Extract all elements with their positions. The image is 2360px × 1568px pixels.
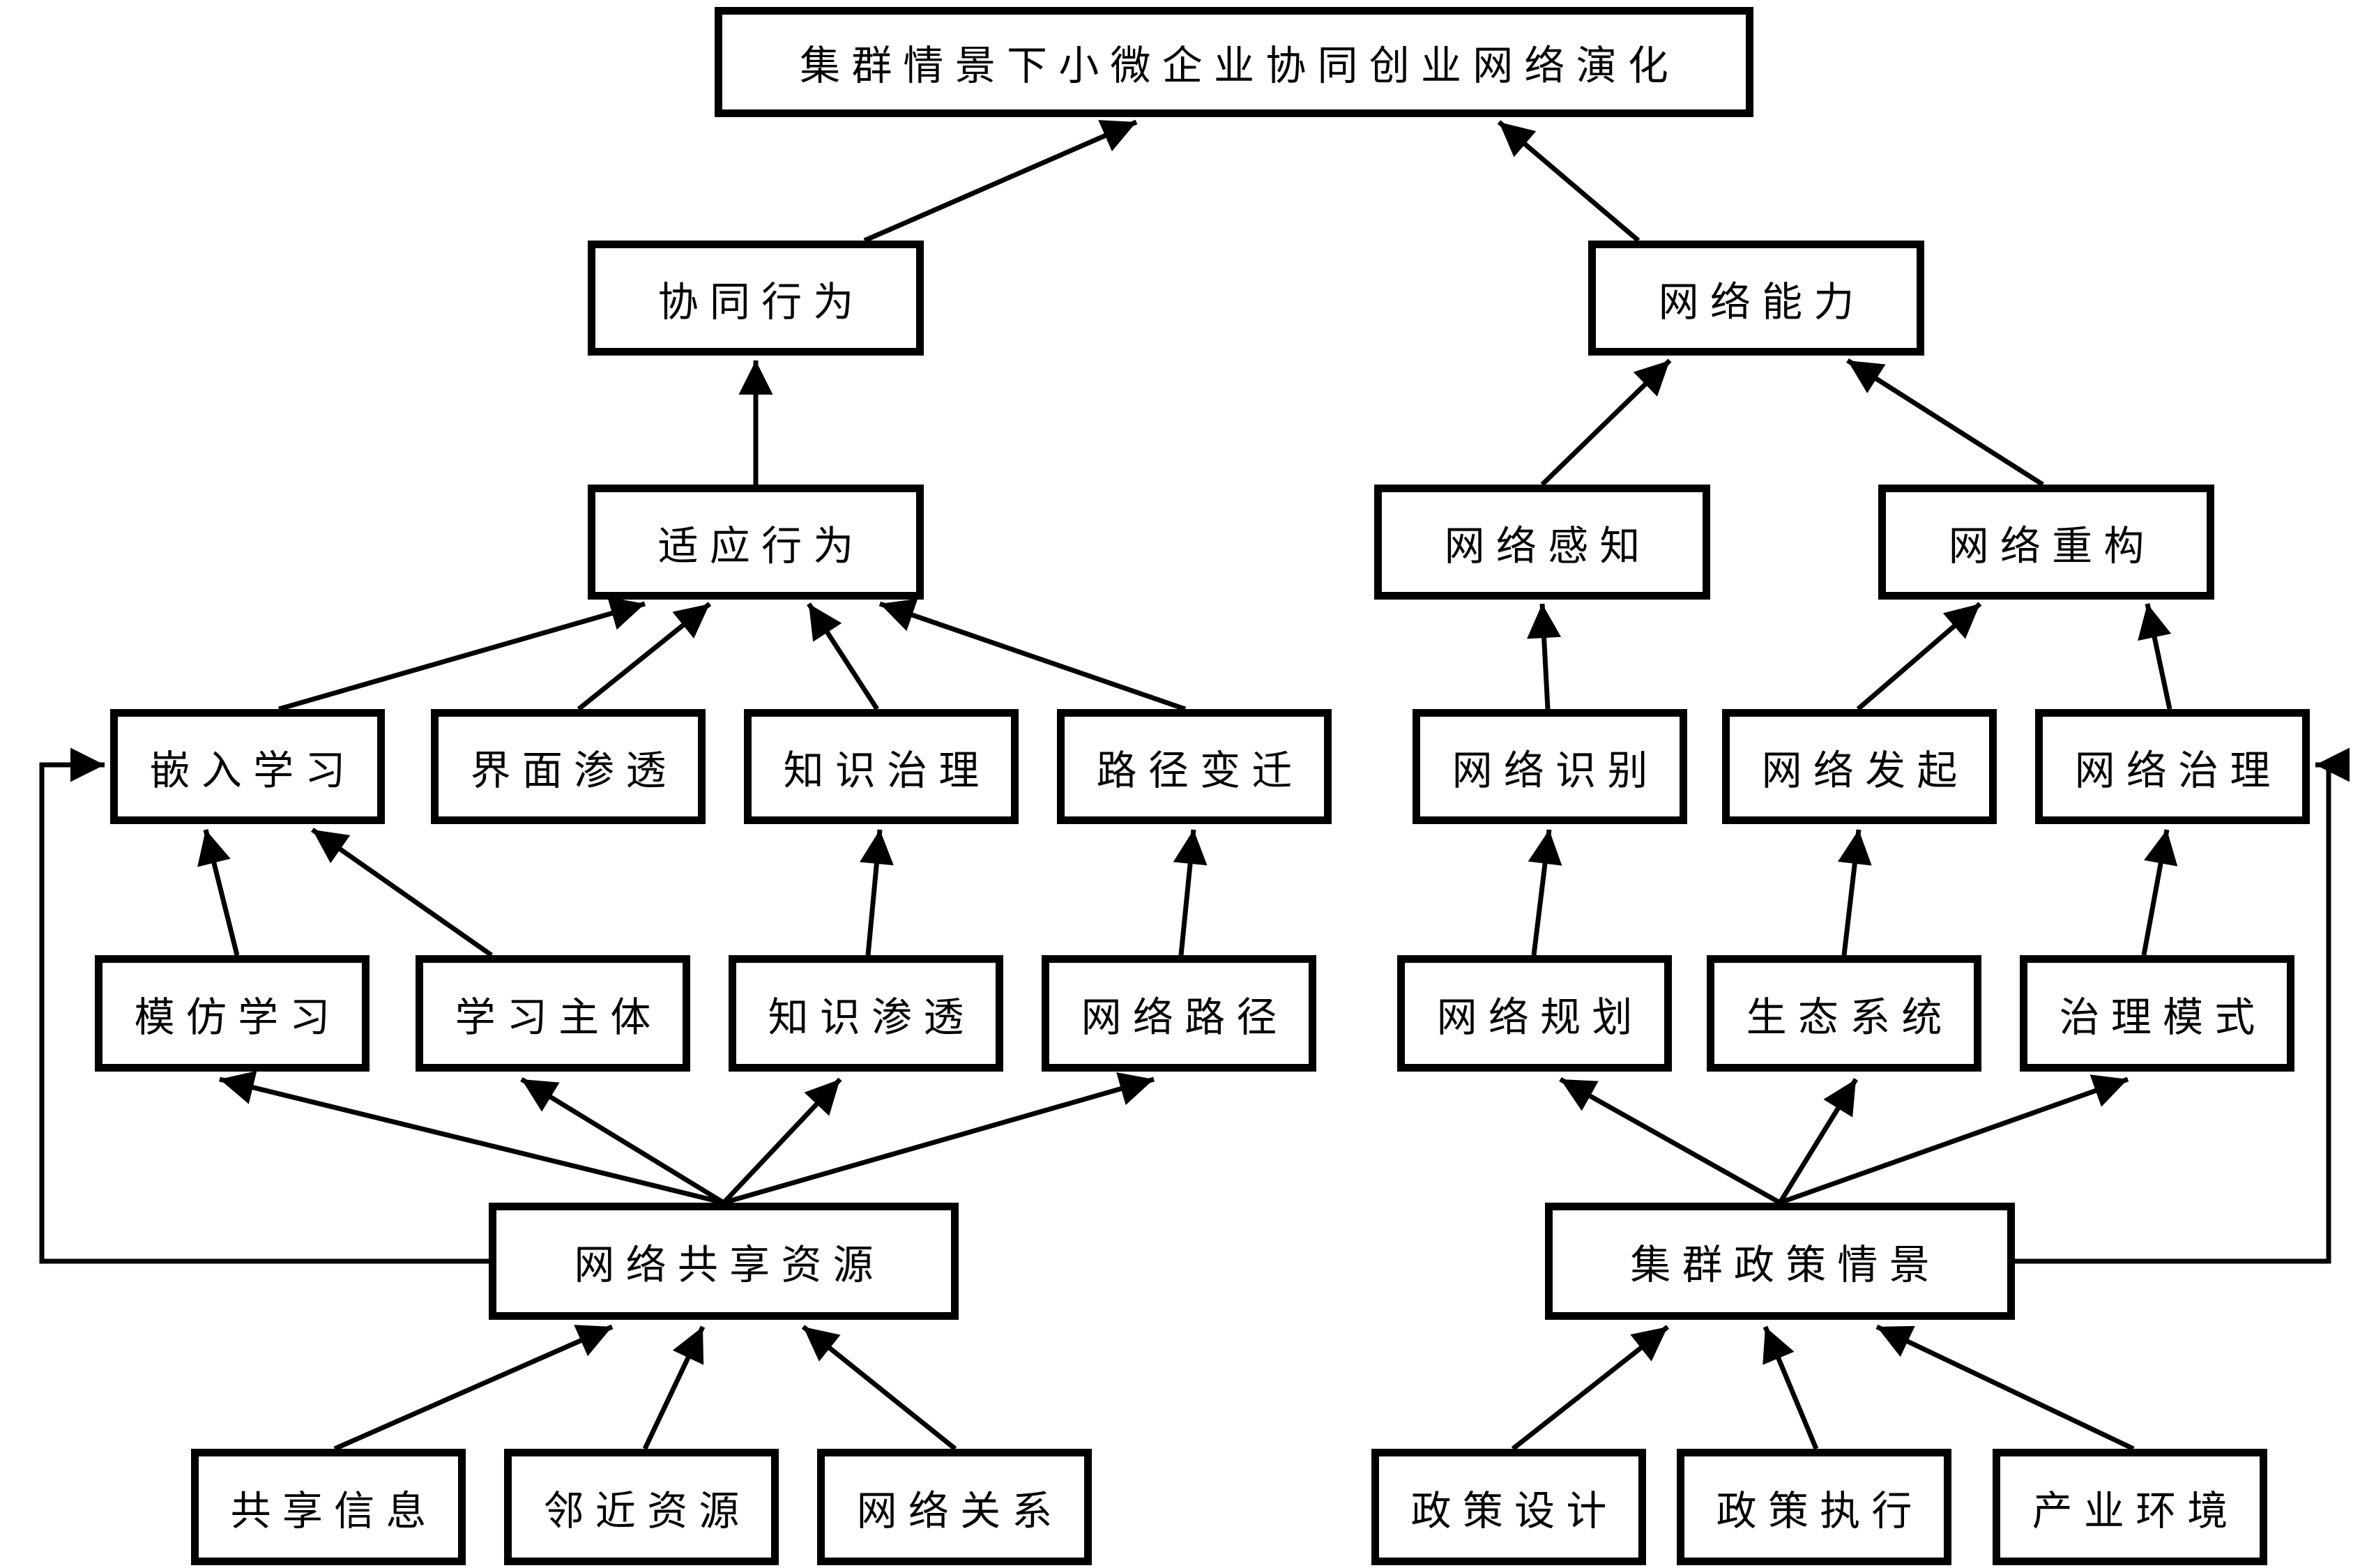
- node-label: 学习主体: [455, 993, 662, 1041]
- node-label: 网络治理: [2074, 746, 2282, 794]
- edge-industrial-environment-to-policy-context: [1875, 1324, 2135, 1452]
- edge-shared-resources-to-knowledge-penetration: [722, 1077, 842, 1205]
- node-embedded-learning: 嵌入学习: [110, 709, 385, 824]
- node-label: 网络能力: [1658, 277, 1866, 326]
- node-label: 集群情景下小微企业协同创业网络演化: [800, 42, 1680, 89]
- edge-knowledge-penetration-to-knowledge-governance: [860, 829, 894, 956]
- node-label: 模仿学习: [134, 993, 342, 1041]
- edge-knowledge-governance-to-adaptive-behavior: [807, 602, 879, 710]
- edge-policy-context-to-network-governance: [2015, 747, 2350, 1264]
- node-network-capability: 网络能力: [1588, 241, 1924, 356]
- edge-network-perception-to-network-capability: [1540, 358, 1672, 487]
- node-path-change: 路径变迁: [1057, 709, 1332, 824]
- node-nearby-resources: 邻近资源: [504, 1449, 779, 1565]
- edge-network-governance-to-network-reconfig: [2138, 603, 2172, 710]
- node-knowledge-governance: 知识治理: [744, 709, 1019, 824]
- node-label: 集群政策情景: [1630, 1241, 1941, 1288]
- edge-learning-subject-to-embedded-learning: [310, 828, 494, 957]
- edge-governance-mode-to-network-governance: [2141, 829, 2178, 956]
- node-label: 网络感知: [1444, 522, 1652, 570]
- node-label: 网络发起: [1761, 746, 1969, 794]
- node-label: 路径变迁: [1096, 746, 1304, 794]
- edge-shared-resources-to-network-path: [723, 1072, 1155, 1205]
- node-collab-behavior: 协同行为: [588, 241, 924, 356]
- node-policy-implementation: 政策执行: [1677, 1449, 1951, 1565]
- node-label: 产业环境: [2032, 1486, 2239, 1535]
- node-label: 政策设计: [1410, 1486, 1618, 1535]
- node-network-initiation: 网络发起: [1722, 709, 1997, 824]
- edge-policy-implementation-to-policy-context: [1763, 1325, 1819, 1450]
- edge-shared-info-to-shared-resources: [333, 1324, 614, 1452]
- node-network-identification: 网络识别: [1413, 709, 1687, 824]
- node-label: 网络共享资源: [574, 1241, 885, 1288]
- node-label: 治理模式: [2059, 993, 2267, 1041]
- node-industrial-environment: 产业环境: [1993, 1449, 2267, 1565]
- node-interface-penetration: 界面渗透: [431, 709, 706, 824]
- node-network-governance: 网络治理: [2035, 709, 2310, 824]
- edge-network-planning-to-network-identification: [1528, 829, 1562, 956]
- node-label: 适应行为: [657, 522, 865, 570]
- node-label: 网络规划: [1436, 993, 1644, 1041]
- edge-policy-design-to-policy-context: [1511, 1325, 1670, 1451]
- edge-policy-context-to-governance-mode: [1779, 1074, 2129, 1205]
- edge-embedded-learning-to-adaptive-behavior: [278, 596, 646, 712]
- edge-collab-behavior-to-root: [863, 119, 1138, 243]
- node-label: 协同行为: [657, 277, 865, 326]
- node-knowledge-penetration: 知识渗透: [729, 955, 1003, 1072]
- node-network-relations: 网络关系: [817, 1449, 1092, 1565]
- edge-shared-resources-to-learning-subject: [520, 1077, 725, 1205]
- node-label: 网络重构: [1948, 522, 2156, 570]
- node-shared-resources: 网络共享资源: [489, 1203, 959, 1320]
- edge-network-identification-to-network-perception: [1527, 603, 1562, 710]
- node-network-path: 网络路径: [1042, 955, 1316, 1072]
- node-label: 网络识别: [1452, 746, 1659, 794]
- edge-network-capability-to-root: [1497, 120, 1640, 243]
- edge-network-relations-to-shared-resources: [801, 1325, 957, 1451]
- node-policy-design: 政策设计: [1371, 1449, 1646, 1565]
- edge-policy-context-to-ecosystem: [1778, 1078, 1858, 1204]
- edge-network-path-to-path-change: [1173, 829, 1208, 956]
- node-network-planning: 网络规划: [1397, 955, 1672, 1072]
- node-root: 集群情景下小微企业协同创业网络演化: [715, 7, 1753, 117]
- node-label: 网络关系: [856, 1486, 1064, 1535]
- edge-interface-penetration-to-adaptive-behavior: [577, 602, 712, 711]
- node-label: 邻近资源: [543, 1486, 751, 1535]
- node-imitation-learning: 模仿学习: [95, 955, 370, 1072]
- edge-nearby-resources-to-shared-resources: [642, 1325, 706, 1450]
- edge-shared-resources-to-embedded-learning: [39, 747, 489, 1264]
- node-label: 共享信息: [230, 1486, 438, 1535]
- edge-path-change-to-adaptive-behavior: [878, 598, 1187, 712]
- edge-shared-resources-to-imitation-learning: [219, 1070, 724, 1205]
- node-label: 知识渗透: [768, 993, 975, 1041]
- node-network-perception: 网络感知: [1374, 485, 1710, 600]
- node-policy-context: 集群政策情景: [1545, 1203, 2015, 1320]
- edge-imitation-learning-to-embedded-learning: [197, 829, 240, 956]
- edge-network-initiation-to-network-reconfig: [1856, 602, 1982, 711]
- edge-network-reconfig-to-network-capability: [1846, 358, 2044, 487]
- node-label: 嵌入学习: [149, 746, 357, 794]
- edge-policy-context-to-network-planning: [1559, 1076, 1781, 1205]
- node-network-reconfig: 网络重构: [1878, 485, 2214, 600]
- node-label: 网络路径: [1081, 993, 1288, 1041]
- node-ecosystem: 生态系统: [1707, 955, 1981, 1072]
- node-shared-info: 共享信息: [191, 1449, 466, 1565]
- node-adaptive-behavior: 适应行为: [588, 485, 924, 600]
- edge-ecosystem-to-network-initiation: [1837, 829, 1872, 956]
- node-learning-subject: 学习主体: [416, 955, 690, 1072]
- node-label: 知识治理: [783, 746, 991, 794]
- node-label: 政策执行: [1716, 1486, 1924, 1535]
- node-label: 界面渗透: [470, 746, 678, 794]
- node-label: 生态系统: [1746, 993, 1954, 1041]
- node-governance-mode: 治理模式: [2020, 955, 2294, 1072]
